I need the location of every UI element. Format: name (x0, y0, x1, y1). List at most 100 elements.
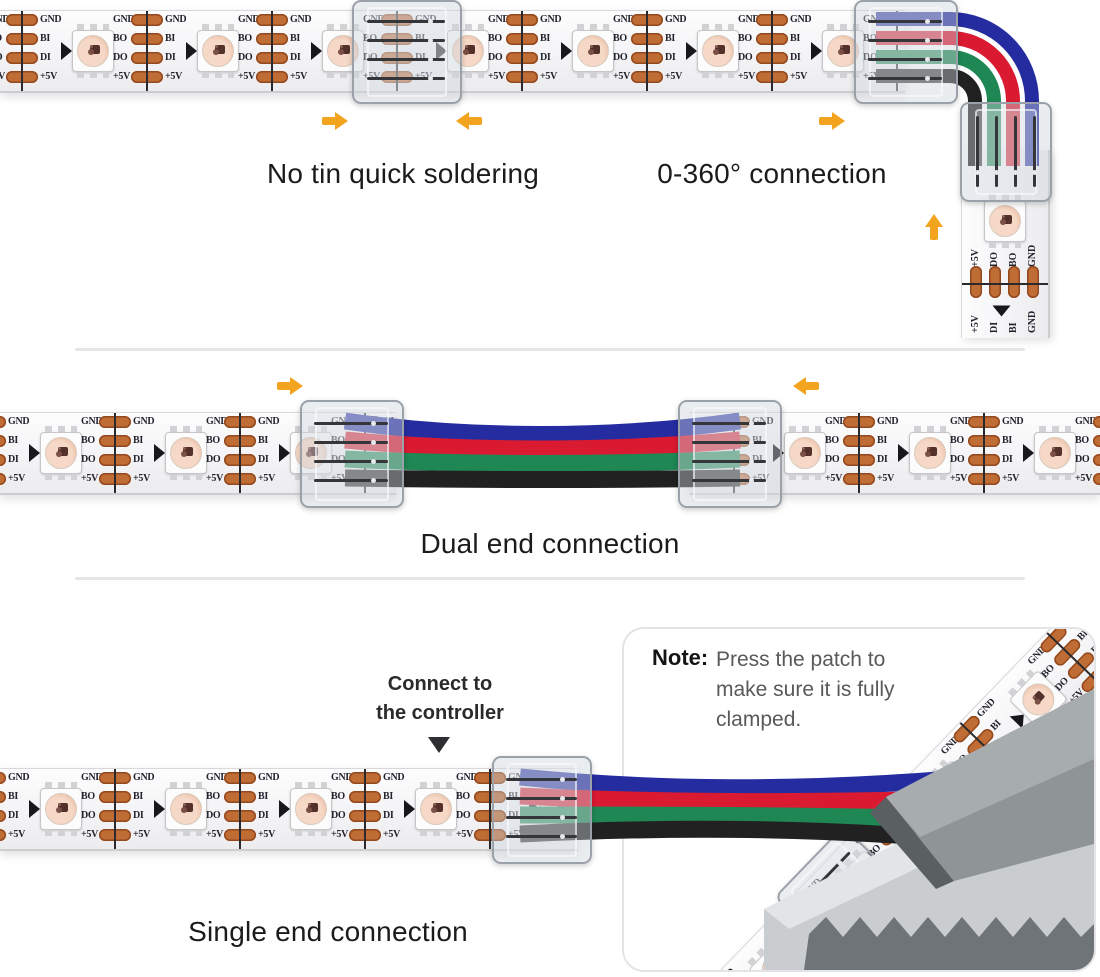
led-feet (827, 72, 859, 78)
led-ic (308, 447, 318, 456)
data-direction-icon (811, 42, 822, 60)
pin-label-5v: +5V (81, 829, 99, 840)
wire-black (876, 69, 982, 166)
pin-label-do: DO (81, 810, 96, 821)
pin-label: DO (989, 252, 1000, 267)
led-feet (45, 782, 77, 788)
solder-pad (0, 829, 6, 841)
pin-label-gnd: GND (825, 416, 847, 427)
solder-pad (0, 454, 6, 466)
data-direction-icon (404, 800, 415, 818)
crimp-pin (366, 76, 446, 81)
led-ic (58, 803, 68, 812)
strip-segment: GND BI DI +5V GND BO DO +5V (131, 11, 260, 91)
strip-segment: GND BI DI +5V GND BO DO +5V (1093, 413, 1100, 493)
wire-green (344, 450, 741, 472)
pin-label-gnd: GND (8, 416, 30, 427)
pin-label-do: DO (456, 810, 471, 821)
pin-label-bo: BO (613, 33, 627, 44)
pin-label: +5V (970, 315, 981, 333)
strip-segment: GND BI DI +5V GND BO DO +5V (843, 413, 972, 493)
caption-no-tin-soldering: No tin quick soldering (266, 158, 540, 189)
pin-label-bi: BI (790, 33, 800, 44)
arrow-left-icon (456, 112, 482, 130)
pin-label-5v: +5V (415, 71, 437, 83)
strip-connector-clip (854, 0, 958, 104)
arrow-right-icon (819, 112, 845, 130)
led-lens (295, 793, 327, 825)
wire-blue (343, 412, 742, 443)
pin-label-5v: +5V (133, 473, 151, 484)
pin-label-gnd: GND (665, 14, 687, 25)
led-feet (170, 474, 202, 480)
strip-segment: GND BI DI +5V GND BO DO +5V (256, 11, 385, 91)
led-ic (215, 45, 225, 54)
pin-label-gnd: GND (258, 416, 280, 427)
strip-segment: GND BI DI +5V GND BO DO +5V (631, 11, 760, 91)
led-ic (802, 447, 812, 456)
led-feet (170, 830, 202, 836)
cut-line (271, 11, 273, 91)
arrow-up-icon (925, 214, 943, 240)
led-lens (45, 793, 77, 825)
wire-blue (876, 12, 1039, 166)
cut-line (962, 283, 1048, 285)
led-feet (577, 24, 609, 30)
data-direction-icon (1023, 444, 1034, 462)
pin-label-bo: BO (825, 435, 839, 446)
led-feet (45, 474, 77, 480)
pin-label-gnd: GND (950, 416, 972, 427)
pliers-photo (764, 689, 1094, 970)
pin-label-5v: +5V (790, 71, 808, 82)
crimp-pin (1013, 115, 1018, 187)
pin-label-gnd: GND (331, 416, 353, 428)
pin-label-bo: BO (81, 435, 95, 446)
pin-label-bi: BI (665, 33, 675, 44)
pin-label-5v: +5V (206, 829, 224, 840)
led-lens (77, 35, 109, 67)
solder-pad (1027, 266, 1039, 298)
led-feet (295, 830, 327, 836)
solder-pad (0, 435, 6, 447)
pin-label-bi: BI (258, 435, 268, 446)
pin-label-bo: BO (488, 33, 502, 44)
pin-label-bi: BI (165, 33, 175, 44)
led-feet (452, 72, 484, 78)
led-feet (452, 24, 484, 30)
led-ic (340, 45, 350, 54)
strip-segment: GND BI DI +5V GND BO DO +5V (99, 413, 228, 493)
pin-label-bi: BI (133, 791, 143, 802)
solder-pad (0, 772, 6, 784)
led-feet (170, 426, 202, 432)
connect-line-2: the controller (376, 702, 504, 724)
pin-label-bo: BO (456, 791, 470, 802)
pin-label-do: DO (238, 52, 253, 63)
led-chip (165, 426, 207, 480)
wire-green (876, 50, 1001, 166)
pin-label-5v: +5V (508, 829, 530, 841)
section-divider (75, 348, 1025, 351)
pin-label-gnd: GND (1002, 416, 1024, 427)
cut-line (239, 413, 241, 493)
led-feet (789, 426, 821, 432)
pin-label-gnd: GND (113, 14, 135, 25)
strip-segment: GND BI DI +5V GND BO DO +5V (756, 11, 885, 91)
pin-label-di: DI (540, 52, 551, 63)
pin-label-gnd: GND (456, 772, 478, 783)
crimp-pin (692, 440, 766, 445)
led-lens (170, 793, 202, 825)
pin-label-di: DI (133, 454, 144, 465)
pin-label-bo: BO (331, 435, 351, 447)
wire-red (344, 431, 741, 458)
pin-label-di: DI (258, 810, 269, 821)
cut-line (239, 769, 241, 849)
pin-label-do: DO (0, 52, 8, 64)
pin-label-bo: BO (113, 33, 127, 44)
solder-pad (1093, 454, 1100, 466)
crimp-pin (692, 421, 766, 426)
led-lens (1039, 437, 1071, 469)
pin-label-gnd: GND (383, 772, 405, 783)
note-box: GND BI DI +5V GND BO DO +5V GND BI DI +5… (622, 627, 1096, 972)
cut-line (489, 769, 491, 849)
crimp-pin (366, 38, 446, 43)
